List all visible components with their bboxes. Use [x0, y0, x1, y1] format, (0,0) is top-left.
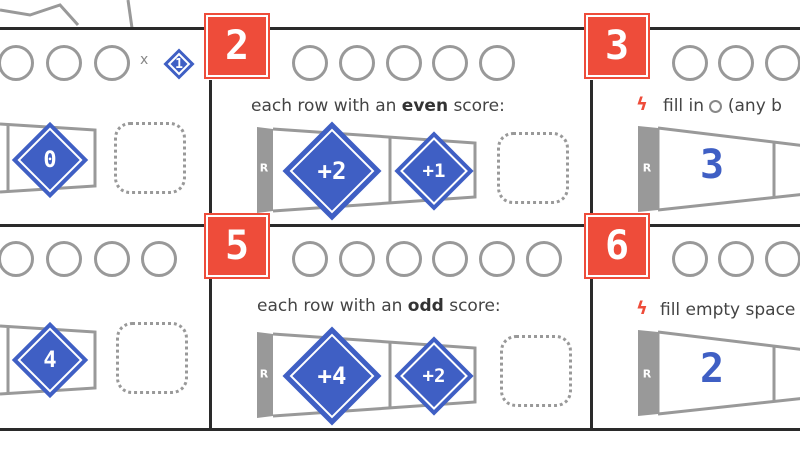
bonus-diamond: +2: [394, 336, 474, 416]
score-circle[interactable]: [432, 45, 468, 81]
row-value: 0: [43, 147, 57, 173]
sketch-decoration: [0, 0, 134, 29]
bonus-value: +4: [317, 362, 347, 390]
action-text: fill empty space: [660, 300, 796, 320]
score-circle[interactable]: [94, 241, 130, 277]
circle-icon: [709, 100, 723, 113]
section-badge: 5: [204, 213, 270, 279]
score-circle[interactable]: [718, 45, 754, 81]
row-number: 3: [700, 142, 725, 188]
row-tag: R: [640, 160, 654, 176]
bonus-value: +2: [317, 157, 347, 185]
row-value-diamond: 4: [11, 321, 89, 399]
action-text: fill in (any b: [663, 96, 782, 116]
grid-line: [590, 80, 593, 226]
score-circle[interactable]: [672, 241, 708, 277]
bonus-value: +2: [422, 365, 446, 387]
grid-line: [209, 80, 212, 226]
score-box[interactable]: [497, 132, 569, 204]
rule-text: each row with an even score:: [251, 96, 505, 116]
score-circle[interactable]: [718, 241, 754, 277]
row-tag: R: [257, 160, 271, 176]
score-circle[interactable]: [292, 45, 328, 81]
section-badge: 2: [204, 13, 270, 79]
bonus-diamond: +1: [394, 131, 474, 211]
score-circle[interactable]: [46, 241, 82, 277]
score-circle[interactable]: [94, 45, 130, 81]
lightning-icon: ϟ: [636, 298, 648, 319]
rule-text: each row with an odd score:: [257, 296, 501, 316]
score-circle[interactable]: [339, 241, 375, 277]
row-value: 4: [43, 347, 57, 373]
row-value-diamond: 0: [11, 121, 89, 199]
score-circle[interactable]: [479, 241, 515, 277]
row-tag: R: [640, 366, 654, 382]
multiplier-value: 1: [175, 56, 183, 72]
score-circle[interactable]: [386, 45, 422, 81]
row-number: 2: [700, 346, 725, 392]
grid-line: [0, 428, 800, 431]
grid-line: [209, 278, 212, 430]
score-circle[interactable]: [0, 241, 34, 277]
score-circle[interactable]: [386, 241, 422, 277]
section-badge: 3: [584, 13, 650, 79]
score-circle[interactable]: [292, 241, 328, 277]
bonus-value: +1: [422, 160, 446, 182]
lightning-icon: ϟ: [636, 94, 648, 115]
score-box[interactable]: [116, 322, 188, 394]
grid-line: [0, 27, 800, 30]
score-circle[interactable]: [672, 45, 708, 81]
bonus-diamond: +2: [282, 121, 382, 221]
score-circle[interactable]: [765, 45, 800, 81]
multiplier-symbol: x: [140, 52, 149, 68]
score-circle[interactable]: [46, 45, 82, 81]
score-box[interactable]: [500, 335, 572, 407]
score-circle[interactable]: [526, 241, 562, 277]
section-badge: 6: [584, 213, 650, 279]
score-box[interactable]: [114, 122, 186, 194]
row-tag: R: [257, 366, 271, 382]
score-circle[interactable]: [479, 45, 515, 81]
score-circle[interactable]: [339, 45, 375, 81]
score-circle[interactable]: [141, 241, 177, 277]
score-circle[interactable]: [432, 241, 468, 277]
bonus-diamond: +4: [282, 326, 382, 426]
multiplier-diamond: 1: [160, 45, 198, 83]
score-circle[interactable]: [0, 45, 34, 81]
grid-line: [0, 224, 800, 227]
grid-line: [590, 278, 593, 430]
score-circle[interactable]: [765, 241, 800, 277]
